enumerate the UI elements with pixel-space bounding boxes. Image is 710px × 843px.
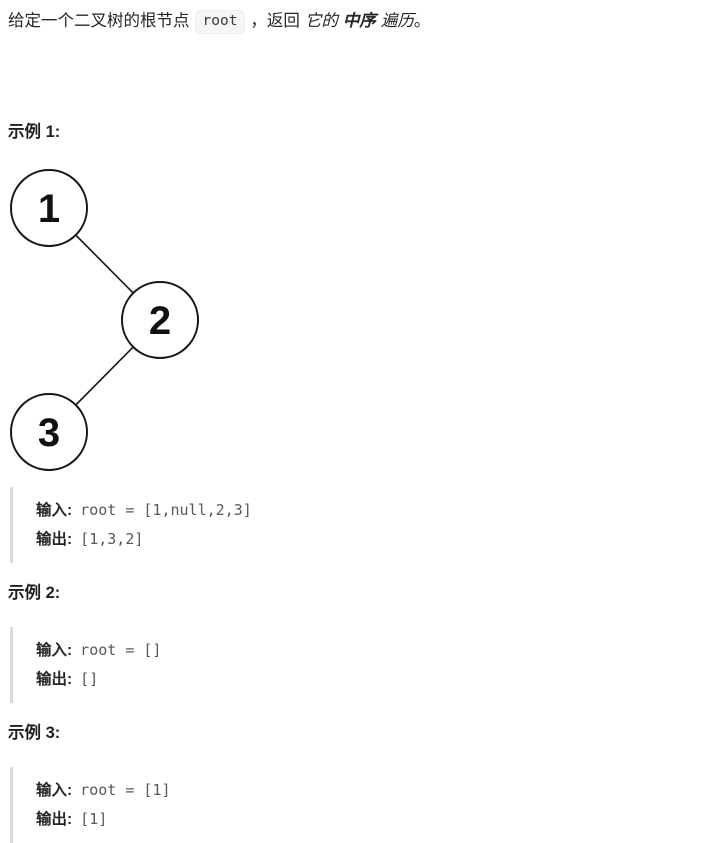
example-3-input-line: 输入: root = [1]: [36, 776, 702, 805]
statement-text-2: ，返回: [250, 12, 300, 30]
tree-node-1-label: 1: [38, 187, 60, 231]
example-1-input-line: 输入: root = [1,null,2,3]: [36, 496, 702, 525]
input-value: root = [1]: [80, 781, 171, 799]
tree-node-1-circle: [10, 169, 88, 247]
output-value: [1]: [80, 810, 108, 828]
statement-emphasis-1: 它的: [304, 12, 338, 30]
tree-edge-2-3: [75, 346, 134, 406]
statement-text-3: 。: [413, 12, 431, 30]
output-value: []: [80, 670, 99, 688]
tree-node-1: 1: [10, 169, 88, 247]
statement-text-1: 给定一个二叉树的根节点: [8, 12, 190, 30]
example-2-block: 输入: root = [] 输出: []: [10, 627, 702, 703]
statement-emphasis-strong: 中序: [342, 12, 376, 30]
inline-code-root: root: [194, 10, 246, 34]
example-2-input-line: 输入: root = []: [36, 636, 702, 665]
example-3-heading: 示例 3:: [8, 724, 61, 742]
output-label: 输出:: [36, 531, 73, 548]
tree-node-2-circle: [121, 281, 199, 359]
tree-node-2: 2: [121, 281, 199, 359]
input-label: 输入:: [36, 782, 73, 799]
example-3-output-line: 输出: [1]: [36, 805, 702, 834]
example-1-block: 输入: root = [1,null,2,3] 输出: [1,3,2]: [10, 487, 702, 563]
input-value: root = [1,null,2,3]: [80, 501, 252, 519]
statement-emphasis-2: 遍历: [380, 12, 414, 30]
tree-node-2-label: 2: [149, 299, 171, 343]
example-2-output-line: 输出: []: [36, 665, 702, 694]
tree-diagram: 1 2 3: [10, 169, 199, 471]
output-label: 输出:: [36, 671, 73, 688]
example-1-output-line: 输出: [1,3,2]: [36, 525, 702, 554]
tree-node-3: 3: [10, 393, 88, 471]
example-3-block: 输入: root = [1] 输出: [1]: [10, 767, 702, 843]
input-label: 输入:: [36, 502, 73, 519]
output-label: 输出:: [36, 811, 73, 828]
output-value: [1,3,2]: [80, 530, 144, 548]
tree-node-3-circle: [10, 393, 88, 471]
example-2-heading: 示例 2:: [8, 584, 61, 602]
tree-node-3-label: 3: [38, 411, 60, 455]
example-1-heading: 示例 1:: [8, 123, 61, 141]
input-label: 输入:: [36, 642, 73, 659]
input-value: root = []: [80, 641, 162, 659]
tree-edge-1-2: [75, 234, 134, 294]
